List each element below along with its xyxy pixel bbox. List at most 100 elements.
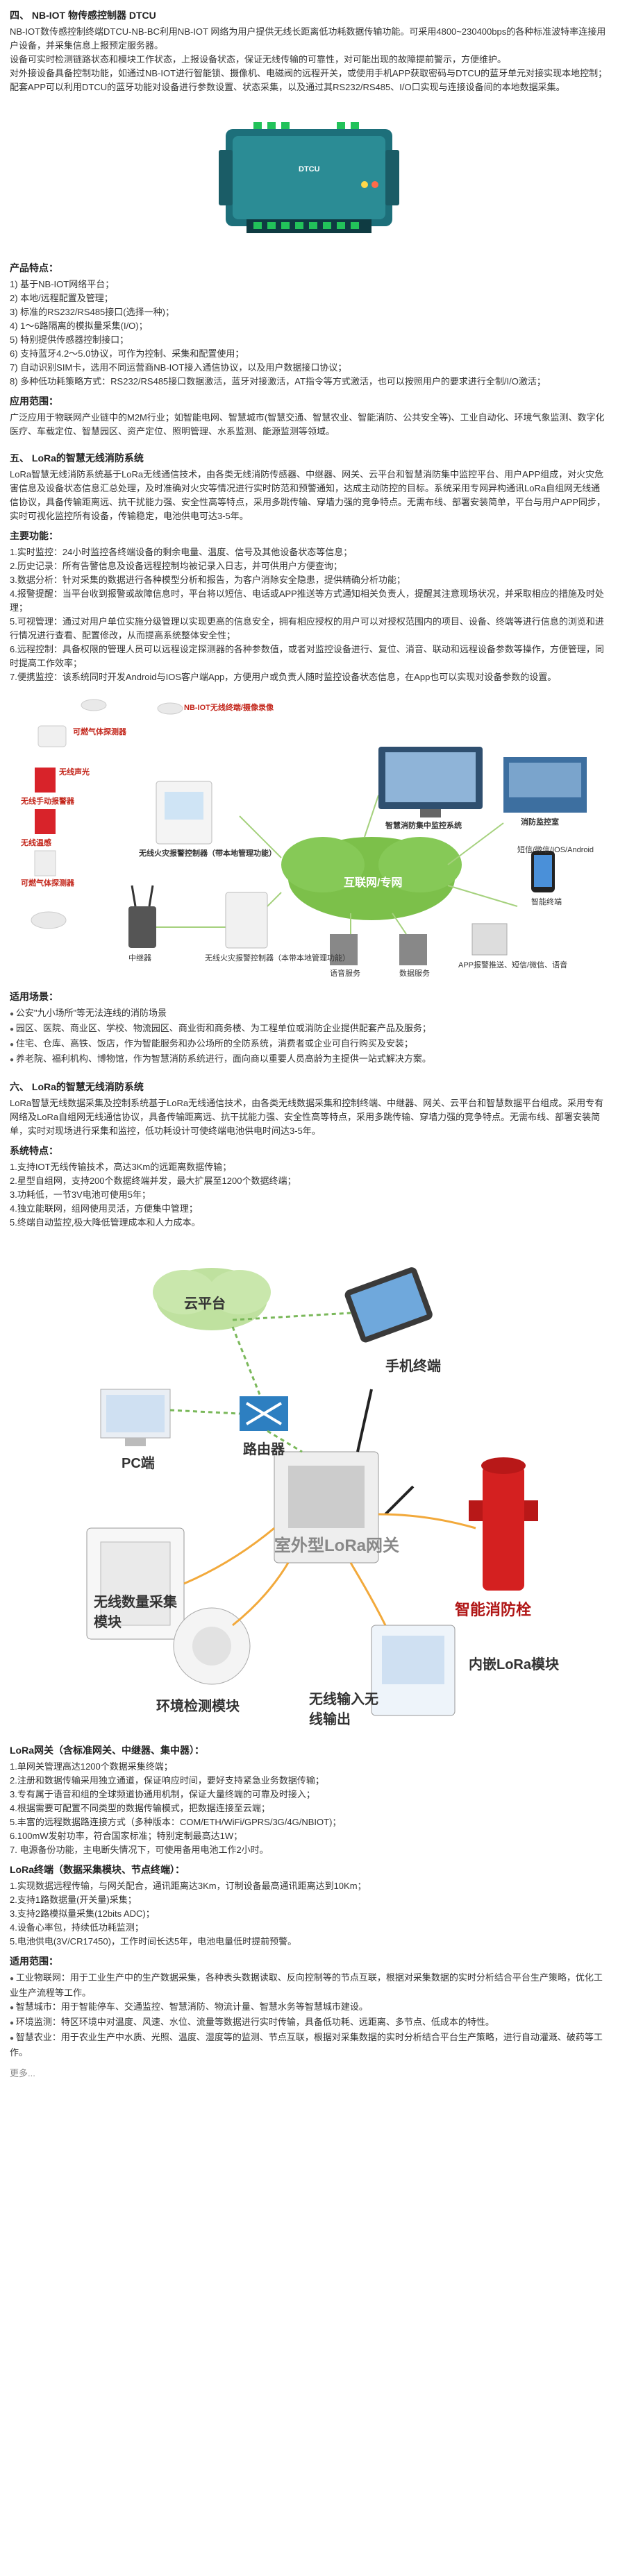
list-item: 6.100mW发射功率，符合国家标准；特别定制最高达1W； [10,1831,243,1841]
section6-features-list: 1.支持IOT无线传输技术，高达3Km的远距离数据传输； 2.星型自组网，支持2… [10,1160,608,1230]
section4-para3: 对外接设备具备控制功能，如通过NB-IOT进行智能锁、摄像机、电磁阀的远程开关，… [10,68,608,78]
diagram-label: 可燃气体探测器 [21,879,74,888]
list-item: 2.星型自组网，支持200个数据终端并发，最大扩展至1200个数据终端； [10,1176,297,1186]
list-item: 1) 基于NB-IOT网络平台； [10,279,115,289]
dtcu-device-image: DTCU [205,101,413,254]
diagram-label: 短信/微信/IOS/Android [517,846,594,854]
scenes2-list: 工业物联网：用于工业生产中的生产数据采集，各种表头数据读取、反向控制等的节点互联… [10,1971,608,2060]
list-item: 工业物联网：用于工业生产中的生产数据采集，各种表头数据读取、反向控制等的节点互联… [10,1971,608,2000]
section4-para4: 配套APP可以利用DTCU的蓝牙功能对设备进行参数设置、状态采集，以及通过其RS… [10,82,565,92]
list-item: 4.报警提醒：当平台收到报警或故障信息时，平台将以短信、电话或APP推送等方式通… [10,588,604,613]
list-item: 园区、医院、商业区、学校、物流园区、商业街和商务楼、为工程单位或消防企业提供配套… [10,1022,608,1037]
lora-gateway-illustration [86,1267,538,1716]
list-item: 5.终端自动监控,极大降低管理成本和人力成本。 [10,1217,201,1228]
list-item: 公安"九小场所"等无法连线的消防场景 [10,1006,608,1022]
list-item: 环境监测：特区环境中对温度、风速、水位、流量等数据进行实时传输，具备低功耗、远距… [10,2015,608,2031]
list-item: 3.专有属于语音和组的全球频道协通用机制，保证大量终端的可靠及时接入； [10,1789,315,1799]
gateway-list: 1.单网关管理高达1200个数据采集终端； 2.注册和数据传输采用独立通道，保证… [10,1760,608,1857]
section6-title: 六、 LoRa的智慧无线消防系统 [10,1081,144,1092]
list-item: 2.注册和数据传输采用独立通道，保证响应时间，要好支持紧急业务数据传输； [10,1775,324,1786]
embed-label: 内嵌LoRa模块 [469,1657,559,1672]
list-item: 4) 1～6路隔离的模拟量采集(I/O)； [10,321,148,331]
section6-intro: LoRa智慧无线数据采集及控制系统基于LoRa无线通信技术，由各类无线数据采集和… [10,1098,604,1136]
list-item: 4.根据需要可配置不同类型的数据传输模式，把数据连接至云端； [10,1803,270,1813]
list-item: 2) 本地/远程配置及管理； [10,293,113,303]
list-item: 3.数据分析：针对采集的数据进行各种模型分析和报告，为客户消除安全隐患，提供精确… [10,575,406,585]
terminal-title: LoRa终端（数据采集模块、节点终端）： [10,1864,185,1875]
wall-label: 无线输入无线输出 [309,1692,378,1727]
list-item: 1.单网关管理高达1200个数据采集终端； [10,1761,173,1772]
gateway-title: LoRa网关（含标准网关、中继器、集中器）： [10,1745,204,1756]
list-item: 3.支持2路模拟量采集(12bits ADC)； [10,1908,155,1919]
scenes-title: 适用场景： [10,991,58,1002]
section4-title: 四、 NB-IOT 物传感控制器 DTCU [10,10,156,21]
functions-title: 主要功能： [10,530,58,541]
list-item: 1.支持IOT无线传输技术，高达3Km的远距离数据传输； [10,1162,232,1172]
terminal-list: 1.实现数据远程传输，与网关配合，通讯距离达3Km，订制设备最高通讯距离达到10… [10,1879,608,1949]
list-item: 4.设备心率包，持续低功耗监测； [10,1922,144,1933]
fire-system-illustration [31,699,587,965]
router-label: 路由器 [243,1442,285,1457]
functions-list: 1.实时监控：24小时监控各终端设备的剩余电量、温度、信号及其他设备状态等信息；… [10,545,608,684]
more-link[interactable]: 更多... [10,2068,35,2078]
cloud-label: 云平台 [184,1296,226,1312]
features-list: 1) 基于NB-IOT网络平台； 2) 本地/远程配置及管理； 3) 标准的RS… [10,278,608,389]
list-item: 5) 特别提供传感器控制接口； [10,334,129,345]
diagram-label: 数据服务 [399,969,430,978]
pc-label: PC端 [122,1456,155,1471]
diagram-label: 无线火灾报警控制器（本带本地管理功能） [205,954,350,963]
diagram-label: 互联网/专网 [344,877,403,889]
list-item: 1.实时监控：24小时监控各终端设备的剩余电量、温度、信号及其他设备状态等信息； [10,547,353,557]
section4-para2: 设备可实时检测链路状态和模块工作状态，上报设备状态，保证无线传输的可靠性，对可能… [10,54,507,65]
list-item: 养老院、福利机构、博物馆，作为智慧消防系统进行，面向商以重要人员高龄为主提供一站… [10,1052,608,1067]
list-item: 8) 多种低功耗策略方式：RS232/RS485接口数据激活，蓝牙对接激活，AT… [10,376,546,387]
section4-para1: NB-IOT数传感控制终端DTCU-NB-BC利用NB-IOT 网络为用户提供无… [10,26,606,51]
hydrant-label: 智能消防栓 [455,1601,532,1618]
list-item: 2.支持1路数据量(开关量)采集； [10,1895,137,1905]
section5-title: 五、 LoRa的智慧无线消防系统 [10,452,144,464]
lora-gateway-diagram: 云平台 手机终端 PC端 路由器 室外型LoRa网关 智能消防栓 无线数量采集模… [24,1237,594,1736]
features-title: 产品特点： [10,262,58,273]
diagram-label: 智慧消防集中监控系统 [385,822,462,830]
list-item: 住宅、仓库、高铁、饭店，作为智能服务和办公场所的全防系统，消费者或企业可自行购买… [10,1037,608,1052]
list-item: 7) 自动识别SIM卡，选用不同运营商NB-IOT接入通信协议，以及用户数据接口… [10,362,347,373]
gateway-label: 室外型LoRa网关 [274,1536,399,1555]
phone-label: 手机终端 [385,1359,441,1374]
diagram-label: 无线声光 [59,768,90,777]
apps-text: 广泛应用于物联网产业链中的M2M行业；如智能电网、智慧城市(智慧交通、智慧农业、… [10,412,605,437]
diagram-label: 无线温感 [21,839,51,847]
scenes2-title: 适用范围： [10,1956,58,1967]
list-item: 7. 电源备份功能，主电断失情况下，可使用备用电池工作2小时。 [10,1845,269,1855]
list-item: 3.功耗低，一节3V电池可使用5年； [10,1189,151,1200]
list-item: 智慧农业：用于农业生产中水质、光照、温度、湿度等的监测、节点互联，根据对采集数据… [10,2031,608,2060]
apps-title: 应用范围： [10,396,58,407]
diagram-label: NB-IOT无线终端/摄像录像 [184,704,274,712]
diagram-label: 无线火灾报警控制器（带本地管理功能） [139,849,276,858]
list-item: 智慧城市：用于智能停车、交通监控、智慧消防、物流计量、智慧水务等智慧城市建设。 [10,2000,608,2015]
diagram-label: 无线手动报警器 [21,797,74,806]
list-item: 5.电池供电(3V/CR17450)，工作时间长达5年，电池电量低时提前预警。 [10,1936,297,1947]
list-item: 5.丰富的远程数据路连接方式（多种版本：COM/ETH/WiFi/GPRS/3G… [10,1817,342,1827]
list-item: 1.实现数据远程传输，与网关配合，通讯距离达3Km，订制设备最高通讯距离达到10… [10,1881,367,1891]
diagram-label: 智能终端 [531,898,562,906]
diagram-label: APP报警推送、短信/微信、语音 [458,961,568,969]
diagram-label: 消防监控室 [521,818,559,827]
list-item: 6) 支持蓝牙4.2～5.0协议，可作为控制、采集和配置使用； [10,348,244,359]
list-item: 3) 标准的RS232/RS485接口(选择一种)； [10,307,174,317]
section5-intro: LoRa智慧无线消防系统基于LoRa无线通信技术，由各类无线消防传感器、中继器、… [10,469,606,521]
list-item: 5.可视管理：通过对用户单位实施分级管理以实现更高的信息安全，拥有相应授权的用户… [10,616,604,641]
scenes-list: 公安"九小场所"等无法连线的消防场景 园区、医院、商业区、学校、物流园区、商业街… [10,1006,608,1067]
switch-label: 无线数量采集模块 [94,1595,177,1630]
list-item: 2.历史记录：所有告警信息及设备远程控制均被记录入日志，并可供用户方便查询； [10,561,342,571]
list-item: 7.便携监控：该系统同时开发Android与IOS客户端App，方便用户或负责人… [10,672,557,682]
list-item: 6.远程控制：具备权限的管理人员可以远程设定探测器的各种参数值，或者对监控设备进… [10,644,604,668]
diagram-label: 中继器 [128,954,151,963]
list-item: 4.独立能联网，组网使用灵活，方便集中管理； [10,1203,198,1214]
env-label: 环境检测模块 [156,1699,240,1714]
fire-system-diagram: 可燃气体探测器 NB-IOT无线终端/摄像录像 无线声光 无线手动报警器 无线温… [17,691,601,983]
article: 四、 NB-IOT 物传感控制器 DTCU NB-IOT数传感控制终端DTCU-… [0,8,618,2576]
dtcu-device-illustration [219,122,399,233]
diagram-label: 语音服务 [330,969,360,978]
diagram-label: 可燃气体探测器 [73,728,126,736]
dtcu-device-label: DTCU [299,165,320,173]
